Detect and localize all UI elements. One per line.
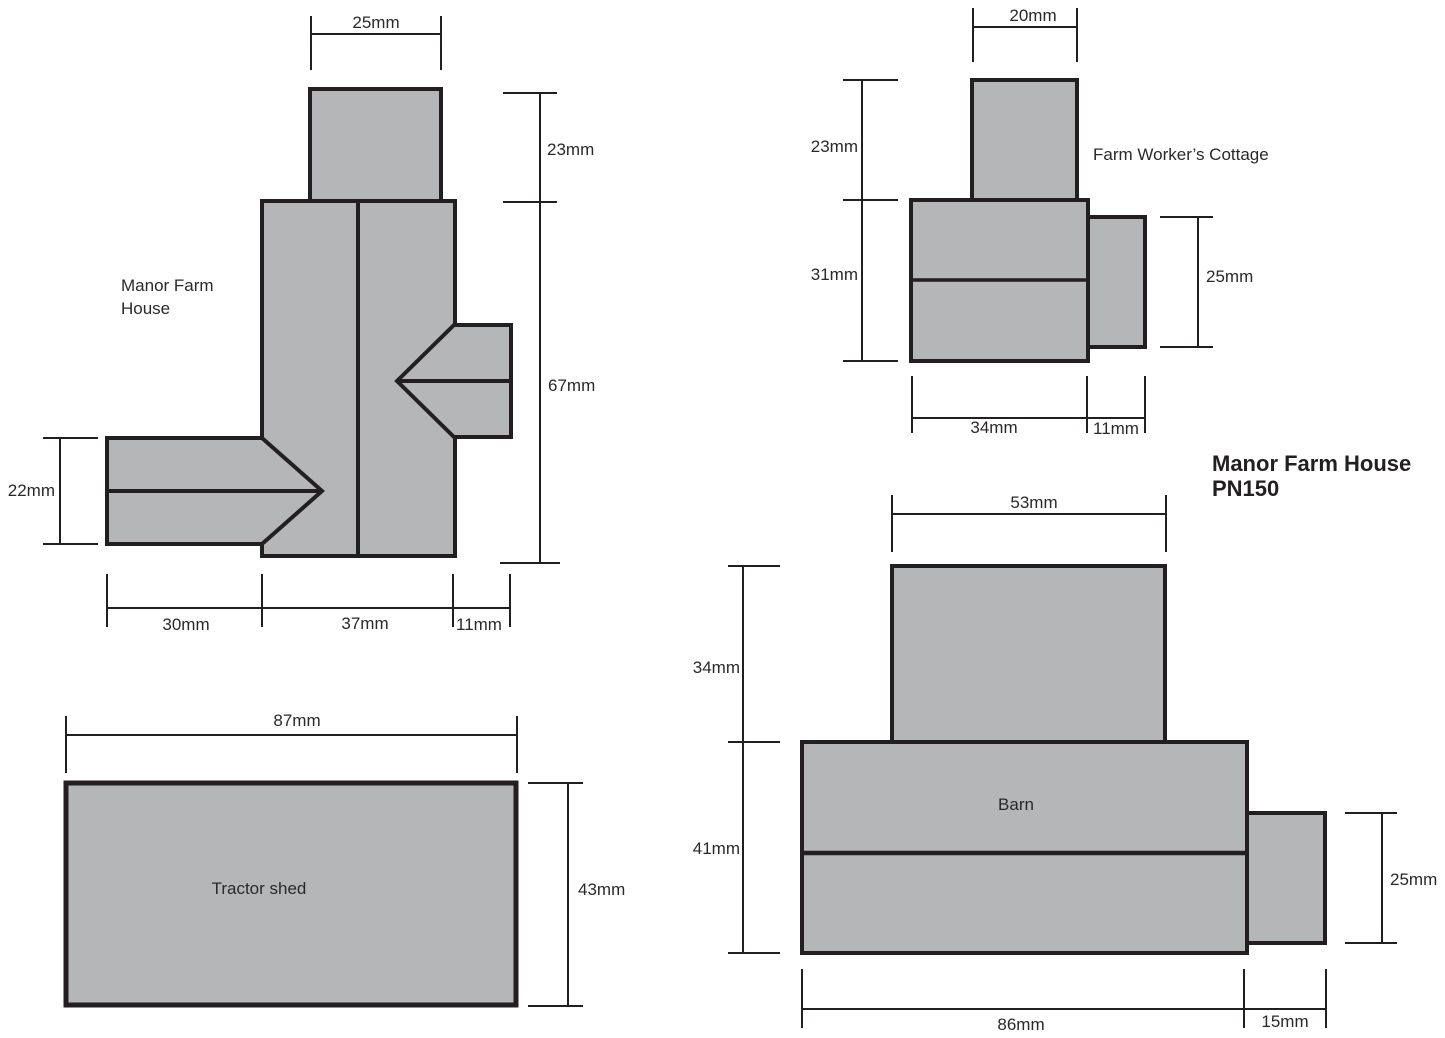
manor-upper-height-label: 23mm xyxy=(547,140,594,159)
barn-bottom-left-label: 86mm xyxy=(997,1015,1044,1034)
shed-height-label: 43mm xyxy=(578,880,625,899)
manor-top-block xyxy=(308,87,443,203)
barn-plan: 53mm 34mm 41mm 25mm 86mm 15mm Barn xyxy=(693,493,1437,1034)
barn-main-block xyxy=(800,740,1249,955)
farm-workers-cottage-plan: 20mm 23mm 31mm 25mm 34mm 11mm Farm Worke… xyxy=(811,6,1269,438)
cottage-top-block xyxy=(970,78,1079,203)
title-line1: Manor Farm House xyxy=(1212,451,1411,476)
barn-annex-height-label: 25mm xyxy=(1390,870,1437,889)
manor-bottom-right-label: 11mm xyxy=(456,615,502,634)
barn-top-width-label: 53mm xyxy=(1010,493,1057,512)
barn-bottom-right-label: 15mm xyxy=(1261,1012,1308,1031)
cottage-annex-height-label: 25mm xyxy=(1206,267,1253,286)
manor-farm-house-plan: 25mm 23mm 67mm 22mm 30mm 37mm 11mm Manor… xyxy=(8,13,595,634)
barn-upper-height-label: 34mm xyxy=(693,658,740,677)
cottage-bottom-right-label: 11mm xyxy=(1093,419,1139,438)
diagram-title: Manor Farm House PN150 xyxy=(1212,451,1411,501)
cottage-name: Farm Worker’s Cottage xyxy=(1093,145,1269,164)
cottage-annex-block xyxy=(1086,215,1147,349)
shed-name: Tractor shed xyxy=(212,879,307,898)
title-line2: PN150 xyxy=(1212,476,1279,501)
shed-width-label: 87mm xyxy=(273,711,320,730)
manor-bottom-left-label: 30mm xyxy=(162,615,209,634)
manor-top-width-label: 25mm xyxy=(352,13,399,32)
cottage-lower-height-label: 31mm xyxy=(811,265,858,284)
manor-name-line2: House xyxy=(121,299,170,318)
barn-name: Barn xyxy=(998,795,1034,814)
barn-lower-height-label: 41mm xyxy=(693,839,740,858)
manor-total-height-label: 67mm xyxy=(548,376,595,395)
cottage-top-width-label: 20mm xyxy=(1009,6,1056,25)
manor-bottom-middle-label: 37mm xyxy=(341,614,388,633)
barn-top-block xyxy=(890,564,1167,744)
cottage-upper-height-label: 23mm xyxy=(811,137,858,156)
barn-annex-block xyxy=(1245,811,1327,945)
manor-left-wing-height-label: 22mm xyxy=(8,481,55,500)
manor-name-line1: Manor Farm xyxy=(121,276,214,295)
tractor-shed-plan: 87mm 43mm Tractor shed xyxy=(63,711,625,1008)
cottage-bottom-left-label: 34mm xyxy=(970,418,1017,437)
shed-block xyxy=(63,780,519,1008)
